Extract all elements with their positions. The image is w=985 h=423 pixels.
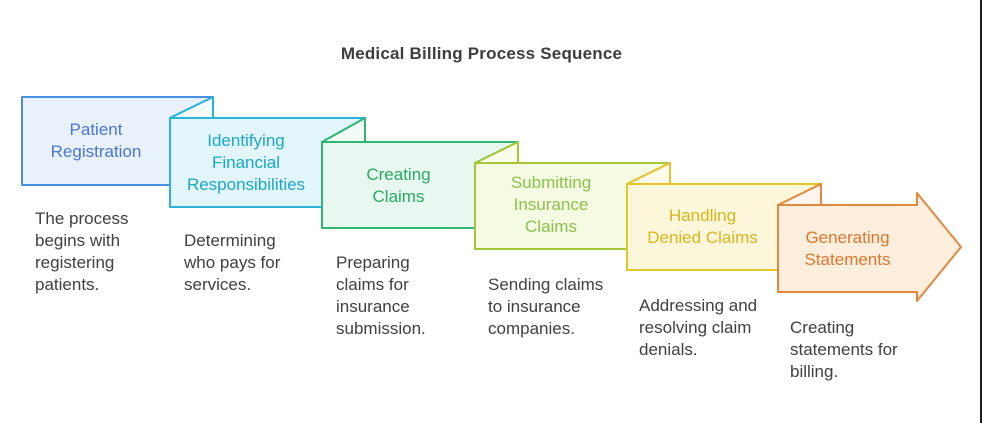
diagram-title: Medical Billing Process Sequence [340, 44, 623, 63]
step-description: Creating statements for billing. [790, 318, 898, 381]
step-description: Addressing and resolving claim denials. [639, 296, 758, 359]
step-description: Sending claims to insurance companies. [488, 275, 604, 338]
window-right-edge [980, 0, 982, 423]
step-description: Determining who pays for services. [184, 231, 281, 294]
step-title: Generating Statements [804, 228, 891, 269]
step-title: Submitting Insurance Claims [510, 173, 592, 236]
step-title: Creating Claims [366, 165, 431, 206]
step-shape-generating-statements-arrow [777, 192, 962, 302]
step-title: Handling Denied Claims [647, 206, 758, 247]
step-description: Preparing claims for insurance submissio… [336, 253, 426, 338]
step-title: Patient Registration [50, 120, 142, 161]
step-description: The process begins with registering pati… [35, 209, 129, 294]
step-title: Identifying Financial Responsibilities [186, 131, 306, 194]
